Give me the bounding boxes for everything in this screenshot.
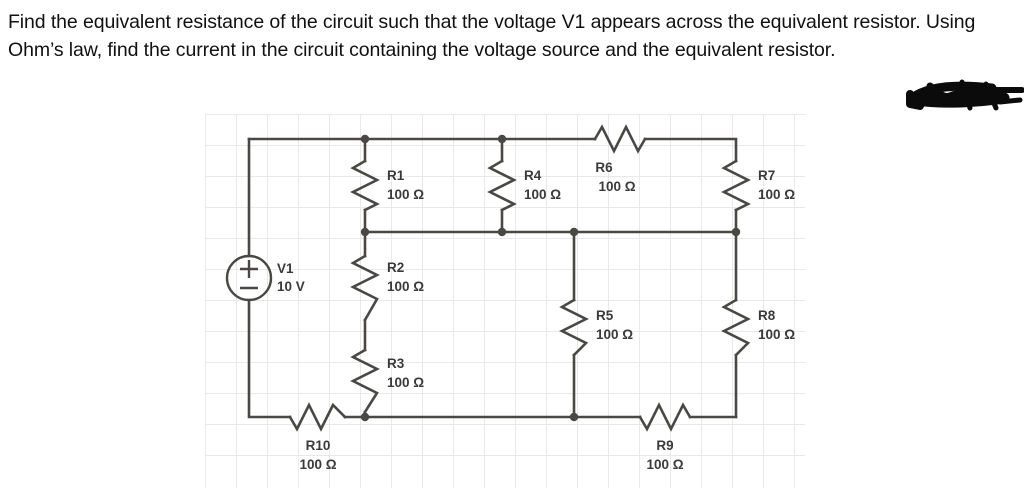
resistor-r4: R4 100 Ω	[487, 159, 561, 212]
r6-label-value: 100 Ω	[598, 179, 635, 194]
r5-label-value: 100 Ω	[596, 327, 633, 342]
source-label-value: 10 V	[277, 279, 305, 294]
r8-label-value: 100 Ω	[758, 327, 795, 342]
source-label-name: V1	[277, 261, 294, 276]
r3-label-value: 100 Ω	[387, 375, 424, 390]
question-prompt-text: Find the equivalent resistance of the ci…	[8, 11, 981, 61]
resistor-r8: R8 100 Ω	[721, 298, 795, 357]
r10-label-name: R10	[306, 438, 331, 453]
r9-label-name: R9	[656, 438, 673, 453]
grid-background	[205, 114, 805, 488]
r2-label-name: R2	[387, 260, 404, 275]
resistor-r9: R9 100 Ω	[638, 402, 692, 472]
resistor-r3: R3 100 Ω	[350, 348, 424, 414]
r10-label-value: 100 Ω	[299, 457, 336, 472]
resistor-r2: R2 100 Ω	[350, 254, 424, 322]
r3-label-name: R3	[387, 356, 405, 371]
r8-label-name: R8	[758, 308, 776, 323]
resistor-r1: R1 100 Ω	[350, 159, 424, 212]
r4-label-value: 100 Ω	[524, 187, 561, 202]
r6-label-name: R6	[595, 160, 613, 175]
resistor-r7: R7 100 Ω	[721, 159, 795, 212]
voltage-source-v1: V1 10 V	[225, 254, 305, 302]
r1-label-name: R1	[387, 168, 405, 183]
r4-label-name: R4	[524, 168, 542, 183]
r1-label-value: 100 Ω	[387, 187, 424, 202]
resistor-r5: R5 100 Ω	[559, 298, 633, 357]
r7-label-value: 100 Ω	[758, 187, 795, 202]
junction-nodes	[360, 134, 741, 422]
r9-label-value: 100 Ω	[646, 457, 683, 472]
r2-label-value: 100 Ω	[387, 279, 424, 294]
r7-label-name: R7	[758, 168, 775, 183]
resistor-r6: R6 100 Ω	[593, 124, 647, 194]
resistor-r10: R10 100 Ω	[288, 402, 347, 472]
r5-label-name: R5	[596, 308, 614, 323]
